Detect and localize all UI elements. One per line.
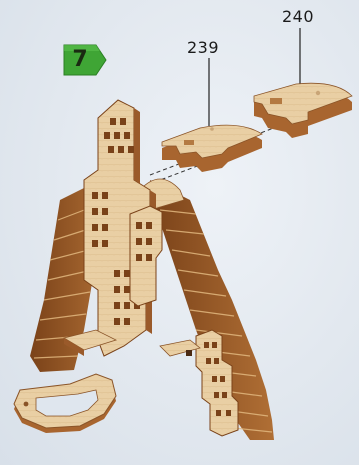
mounting-slot bbox=[186, 350, 192, 356]
hook-base-piece bbox=[14, 374, 116, 433]
middle-window-panel bbox=[130, 206, 162, 306]
